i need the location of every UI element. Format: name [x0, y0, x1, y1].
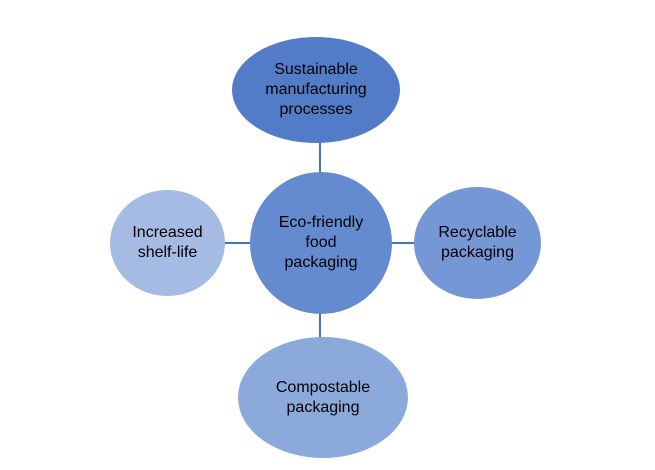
- node-compostable-packaging: Compostable packaging: [238, 337, 408, 458]
- node-label: Compostable packaging: [275, 378, 371, 416]
- node-label: Recyclable packaging: [438, 224, 517, 261]
- node-sustainable-manufacturing-processes: Sustainable manufacturing processes: [232, 37, 400, 143]
- node-label: Eco-friendly food packaging: [278, 214, 364, 271]
- node-label: Increased shelf-life: [132, 224, 203, 261]
- node-center-eco-friendly-food-packaging: Eco-friendly food packaging: [250, 172, 392, 314]
- node-recyclable-packaging: Recyclable packaging: [414, 187, 541, 299]
- node-increased-shelf-life: Increased shelf-life: [110, 190, 225, 296]
- node-label: Sustainable manufacturing processes: [265, 61, 367, 118]
